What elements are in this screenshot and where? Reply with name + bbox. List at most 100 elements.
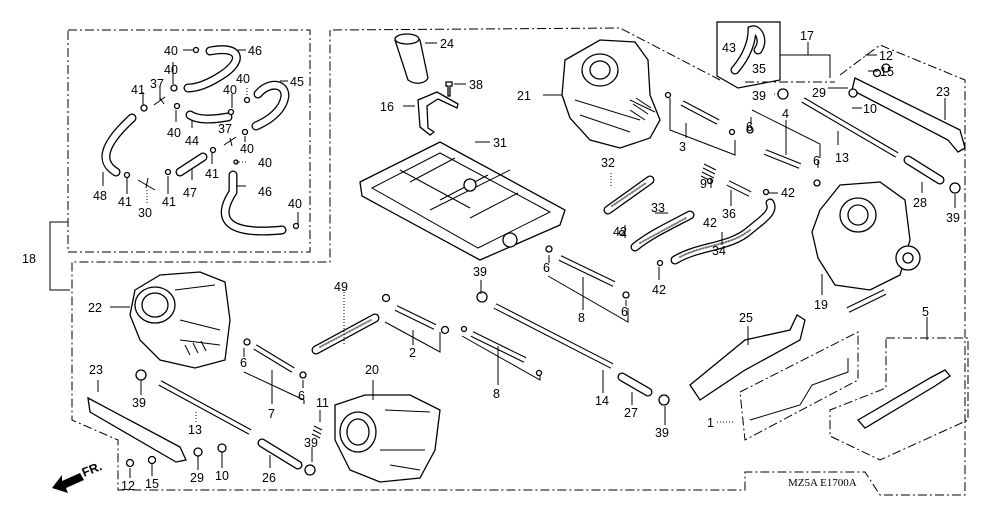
joint-kit-box xyxy=(716,21,781,89)
callout-39: 39 xyxy=(304,436,318,450)
link-set-frame xyxy=(829,337,969,461)
callout-42: 42 xyxy=(613,225,627,239)
hose-kit-frame xyxy=(67,29,311,253)
callout-43: 43 xyxy=(722,41,736,55)
callout-6: 6 xyxy=(298,389,305,403)
callout-20: 20 xyxy=(365,363,379,377)
carburetor-22 xyxy=(129,271,231,369)
callout-41: 41 xyxy=(205,167,219,181)
callout-33: 33 xyxy=(651,201,665,215)
callout-9: 9 xyxy=(700,177,707,191)
choke-link-frame xyxy=(739,331,859,441)
callout-24: 24 xyxy=(440,37,454,51)
callout-25: 25 xyxy=(739,311,753,325)
joint-37-left xyxy=(153,96,166,106)
callout-19: 19 xyxy=(814,298,828,312)
callout-45: 45 xyxy=(290,75,304,89)
callout-31: 31 xyxy=(493,136,507,150)
callout-38: 38 xyxy=(469,78,483,92)
callout-46: 46 xyxy=(248,44,262,58)
callout-29: 29 xyxy=(190,471,204,485)
callout-12: 12 xyxy=(121,479,135,493)
callout-32: 32 xyxy=(601,156,615,170)
callout-23: 23 xyxy=(89,363,103,377)
hose-clips xyxy=(123,46,300,230)
callout-10: 10 xyxy=(215,469,229,483)
tee-joint-30 xyxy=(137,177,156,191)
callout-6: 6 xyxy=(621,305,628,319)
callout-8: 8 xyxy=(493,387,500,401)
group-17-bracket xyxy=(780,42,831,78)
diagram-code: MZ5A E1700A xyxy=(788,477,857,489)
callout-15: 15 xyxy=(880,65,894,79)
callout-4: 4 xyxy=(782,107,789,121)
callout-27: 27 xyxy=(624,406,638,420)
callout-40: 40 xyxy=(164,63,178,77)
choke-rod-1 xyxy=(749,358,849,421)
callout-46: 46 xyxy=(258,185,272,199)
callout-39: 39 xyxy=(132,396,146,410)
hardware xyxy=(125,63,961,476)
callout-22: 22 xyxy=(88,301,102,315)
callout-13: 13 xyxy=(188,423,202,437)
frames xyxy=(49,21,969,496)
callout-39: 39 xyxy=(473,265,487,279)
screw-38 xyxy=(445,81,453,97)
components xyxy=(129,33,921,483)
callout-42: 42 xyxy=(781,186,795,200)
callout-44: 44 xyxy=(185,134,199,148)
callout-13: 13 xyxy=(835,151,849,165)
callout-29: 29 xyxy=(812,86,826,100)
callout-35: 35 xyxy=(752,62,766,76)
callout-40: 40 xyxy=(258,156,272,170)
link-plate-23-bottom xyxy=(87,396,187,463)
pipes-and-rods xyxy=(87,25,966,470)
front-direction-label: FR. xyxy=(80,459,104,480)
callout-41: 41 xyxy=(162,195,176,209)
callout-3: 3 xyxy=(679,140,686,154)
callout-40: 40 xyxy=(164,44,178,58)
front-direction-arrow: FR. xyxy=(52,459,104,493)
callout-49: 49 xyxy=(334,280,348,294)
callout-40: 40 xyxy=(167,126,181,140)
throttle-link-5 xyxy=(856,369,951,429)
callout-40: 40 xyxy=(240,142,254,156)
callout-17: 17 xyxy=(800,29,814,43)
callouts: 40 46 40 40 45 41 37 40 40 44 37 40 40 4… xyxy=(22,29,960,493)
callout-41: 41 xyxy=(118,195,132,209)
callout-47: 47 xyxy=(183,186,197,200)
callout-10: 10 xyxy=(863,102,877,116)
callout-6: 6 xyxy=(746,120,753,134)
hose-kit-parts xyxy=(101,45,300,236)
group-bracket-7 xyxy=(243,371,305,404)
callout-37: 37 xyxy=(150,77,164,91)
group-bracket-3 xyxy=(669,98,736,156)
group-18-bracket xyxy=(49,221,70,291)
joint-37-right xyxy=(223,136,237,147)
callout-6: 6 xyxy=(543,261,550,275)
callout-40: 40 xyxy=(236,72,250,86)
callout-40: 40 xyxy=(223,83,237,97)
callout-48: 48 xyxy=(93,189,107,203)
carburetor-20 xyxy=(334,394,441,483)
callout-30: 30 xyxy=(138,206,152,220)
group-bracket-2 xyxy=(384,321,441,353)
spring-11 xyxy=(311,425,323,439)
callout-42: 42 xyxy=(703,216,717,230)
callout-6: 6 xyxy=(813,154,820,168)
link-plate-25 xyxy=(689,314,806,401)
intake-plate-31 xyxy=(359,141,566,261)
callout-39: 39 xyxy=(946,211,960,225)
callout-7: 7 xyxy=(268,407,275,421)
callout-16: 16 xyxy=(380,100,394,114)
leader-lines xyxy=(97,42,956,478)
callout-15: 15 xyxy=(145,477,159,491)
callout-23: 23 xyxy=(936,85,950,99)
callout-41: 41 xyxy=(131,83,145,97)
carburetor-19 xyxy=(811,181,921,313)
callout-1: 1 xyxy=(707,416,714,430)
callout-6: 6 xyxy=(240,356,247,370)
group-bracket-8-upper xyxy=(547,275,629,323)
callout-21: 21 xyxy=(517,89,531,103)
carburetor-21 xyxy=(561,39,661,149)
